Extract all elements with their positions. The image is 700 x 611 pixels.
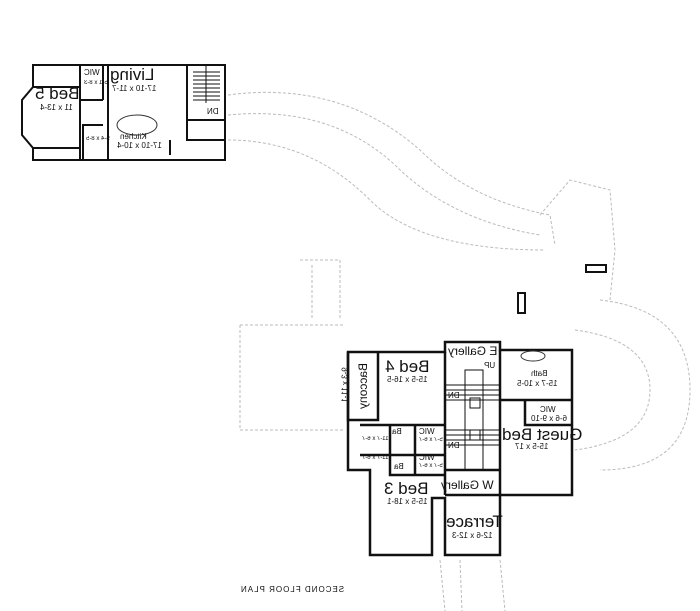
dining-table: [116, 114, 158, 136]
room-name-wic: WIC: [540, 405, 556, 414]
room-name-bath: Bath: [531, 369, 548, 378]
room-name-guest-bed: Guest Bed: [502, 425, 583, 444]
second-floor-stairs: [445, 369, 500, 471]
room-name-w-gallery: W Gallery: [441, 478, 494, 492]
room-name-wic: WIC: [419, 427, 435, 436]
room-name-wic: WIC: [419, 453, 435, 462]
second-floor-walls: [346, 340, 574, 557]
room-size-ba: 11-7 x 6-7: [362, 455, 389, 461]
room-size-wic: 5-7 x 6-7: [419, 463, 443, 469]
room-size-bath: 5-4 x 8-5: [86, 136, 110, 142]
room-name-bed-4: Bed 4: [385, 357, 430, 376]
room-name-e-gallery: E Gallery: [448, 344, 498, 358]
bathtub: [520, 350, 546, 362]
room-size-living: 17-10 x 11-7: [112, 84, 157, 93]
room-name-kitchen: Kitchen: [120, 132, 147, 141]
room-name-bed-3: Bed 3: [384, 479, 429, 498]
upper-stairs: [193, 65, 220, 103]
stair-label-dn: DN: [448, 441, 460, 450]
room-size-bed-4: 15-5 x 16-5: [387, 375, 428, 384]
room-size-balcony: 9-3 x 11-1: [340, 367, 350, 403]
room-name-ba: Ba: [392, 427, 402, 436]
plan-title: SECOND FLOOR PLAN: [240, 585, 345, 594]
room-name-terrace: Terrace: [446, 512, 503, 531]
upper-plan-walls: [21, 64, 226, 161]
room-name-ba: Ba: [394, 462, 404, 471]
roof-vent: [517, 292, 526, 314]
room-name-balcony: Baccony: [356, 362, 371, 410]
room-size-terrace: 12-6 x 12-3: [452, 531, 493, 540]
room-name-wic: WIC: [84, 68, 100, 77]
room-size-wic: 6-6 x 9-10: [531, 414, 568, 423]
room-name-living: Living: [110, 65, 155, 84]
room-size-guest-bed: 15-5 x 17: [515, 442, 549, 451]
stair-label-dn: DN: [448, 391, 460, 400]
room-size-bath: 15-7 x 10-5: [517, 379, 558, 388]
room-size-wic: 5-1 x 8-3: [84, 80, 108, 86]
room-name-bed-5: Bed 5: [35, 84, 80, 103]
room-size-wic: 5-7 x 6-7: [419, 437, 443, 443]
site-outline: [227, 91, 691, 611]
roof-vent: [585, 264, 607, 273]
room-size-bed-3: 15-5 x 18-1: [387, 497, 428, 506]
room-size-bed-5: 11 x 13-4: [40, 103, 73, 112]
stair-label-up: UP: [484, 361, 496, 370]
room-size-ba: 11-7 x 6-7: [362, 436, 389, 442]
stair-label-dn: DN: [207, 107, 219, 116]
room-size-kitchen: 17-10 x 10-4: [117, 141, 162, 150]
